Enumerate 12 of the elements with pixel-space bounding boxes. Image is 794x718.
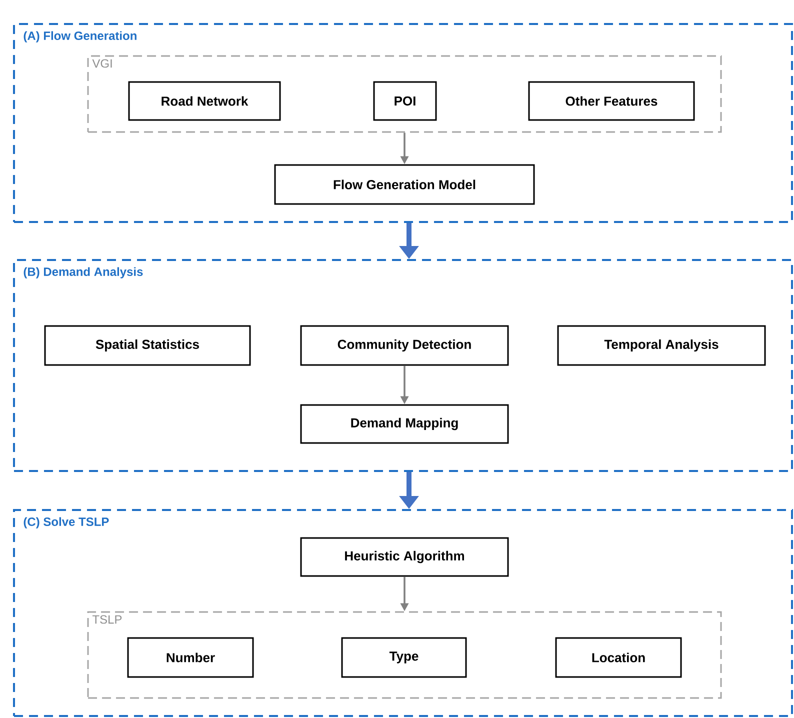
process-box: Temporal Analysis	[557, 325, 766, 366]
process-box: Location	[555, 637, 682, 678]
process-box: Demand Mapping	[300, 404, 509, 444]
process-box: POI	[373, 81, 437, 121]
process-box: Type	[341, 637, 467, 678]
process-box: Road Network	[128, 81, 281, 121]
process-box: Heuristic Algorithm	[300, 537, 509, 577]
process-box: Number	[127, 637, 254, 678]
process-box: Spatial Statistics	[44, 325, 251, 366]
process-box: Flow Generation Model	[274, 164, 535, 205]
process-box: Community Detection	[300, 325, 509, 366]
process-box: Other Features	[528, 81, 695, 121]
